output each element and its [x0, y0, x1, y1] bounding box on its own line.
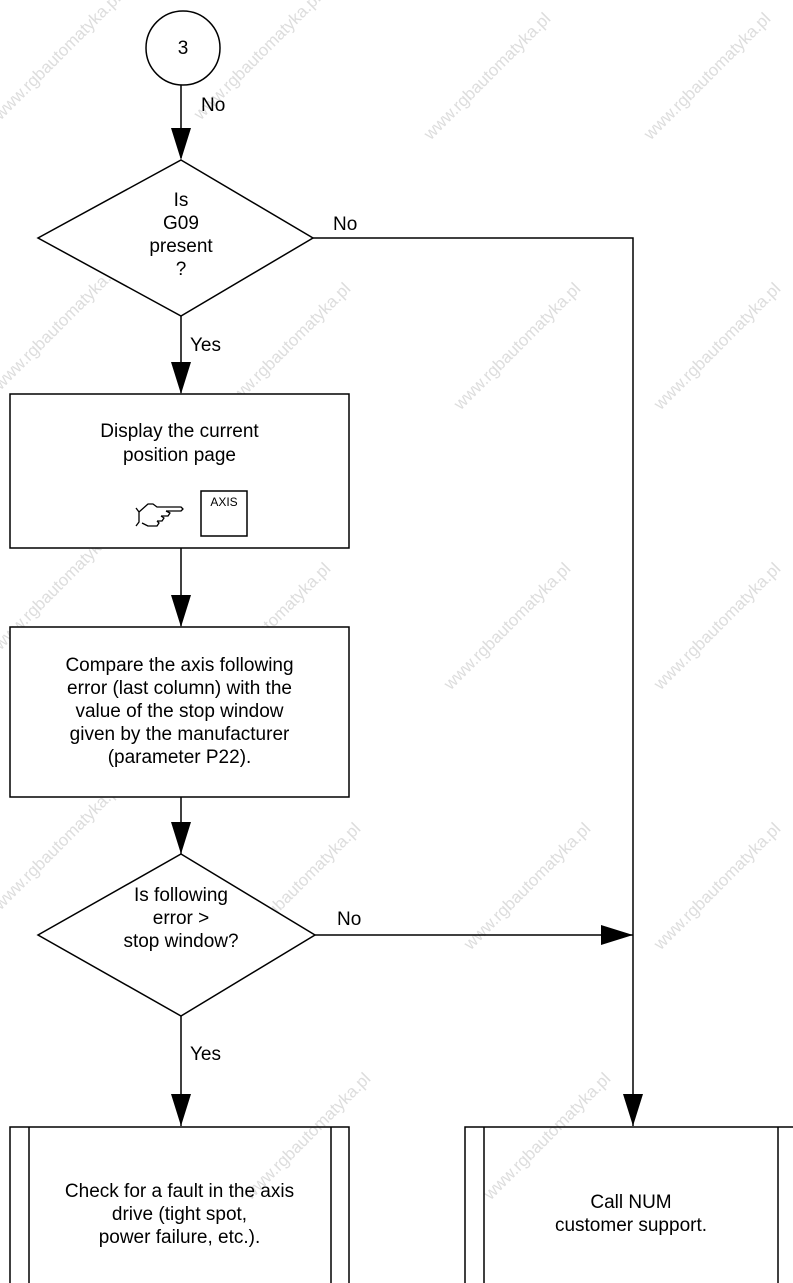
decision-follow-line: stop window? [123, 931, 239, 952]
arrowhead [171, 822, 191, 854]
decision-g09-line: Is [173, 190, 189, 211]
arrowhead [623, 1094, 643, 1126]
arrowhead [171, 1094, 191, 1126]
compare-box-line: Compare the axis following [65, 655, 294, 676]
decision-g09-line: G09 [163, 213, 199, 234]
display-box-line: position page [122, 445, 237, 466]
display-box-line: Display the current [100, 421, 259, 442]
compare-box-line: (parameter P22). [107, 747, 252, 768]
check-box-line: drive (tight spot, [111, 1204, 248, 1225]
decision-g09-line: ? [175, 259, 187, 280]
axis-key-label[interactable]: AXIS [210, 495, 238, 509]
pointing-hand-icon [135, 503, 184, 527]
edge-label-no-top: No [201, 95, 226, 116]
edge-label-g09-no: No [333, 214, 358, 235]
connector-circle [145, 10, 221, 86]
compare-box-line: given by the manufacturer [69, 724, 290, 745]
decision-g09-line: present [149, 236, 213, 257]
axis-key-shape[interactable] [200, 490, 248, 537]
check-box-shape [9, 1126, 350, 1283]
call-box-shape [464, 1126, 793, 1283]
arrowhead [171, 362, 191, 394]
edge-label-follow-yes: Yes [190, 1044, 221, 1065]
call-box-line: Call NUM [590, 1192, 672, 1213]
compare-box-line: error (last column) with the [67, 678, 292, 699]
compare-box-shape [9, 626, 350, 798]
edge-label-follow-no: No [337, 909, 362, 930]
arrowhead [171, 595, 191, 627]
arrowhead [171, 128, 191, 160]
connector-label: 3 [177, 38, 189, 59]
compare-box-line: value of the stop window [75, 701, 284, 722]
check-box-line: Check for a fault in the axis [64, 1181, 295, 1202]
arrowhead [601, 925, 633, 945]
display-box-shape [9, 393, 350, 549]
decision-follow-line: Is following [134, 885, 228, 906]
edge-label-g09-yes: Yes [190, 335, 221, 356]
decision-follow-line: error > [152, 908, 210, 929]
check-box-line: power failure, etc.). [98, 1227, 261, 1248]
edge-g09-no-line [313, 237, 634, 1126]
call-box-line: customer support. [554, 1215, 708, 1236]
